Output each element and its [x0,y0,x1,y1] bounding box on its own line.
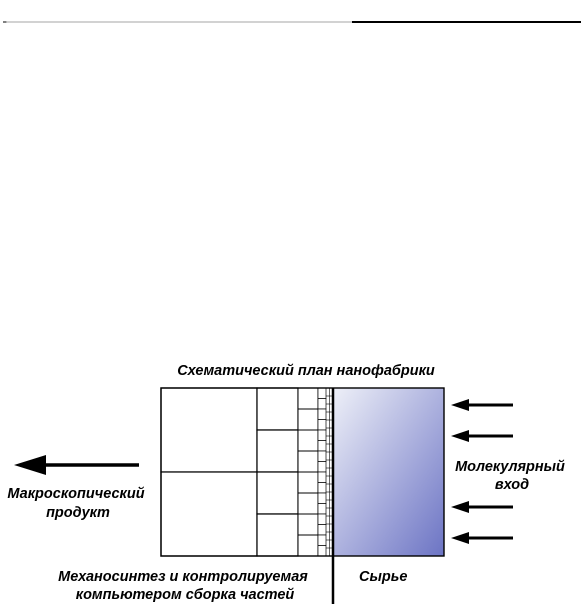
assembly-large-cell-bottom [160,471,258,557]
factory-block [160,387,445,557]
mechanosynthesis-label: Механосинтез и контролируемая компьютеро… [58,569,312,603]
diagram-title: Схематический план нанофабрики [177,363,435,379]
input-label: Молекулярный вход [455,459,569,493]
assembly-large-cell-top [160,387,258,473]
assembly-medium-cells [256,387,299,557]
assembly-tiny-cells [317,387,327,557]
factory-outline [160,387,445,557]
input-arrow-2 [451,430,513,442]
output-label: Макроскопический продукт [7,486,148,521]
output-arrow [14,455,139,475]
raw-material-label: Сырье [359,569,407,585]
assembly-small-cells [297,387,319,557]
input-arrow-4 [451,532,513,544]
input-arrow-1 [451,399,513,411]
input-arrow-3 [451,501,513,513]
raw-material-area [333,388,444,556]
